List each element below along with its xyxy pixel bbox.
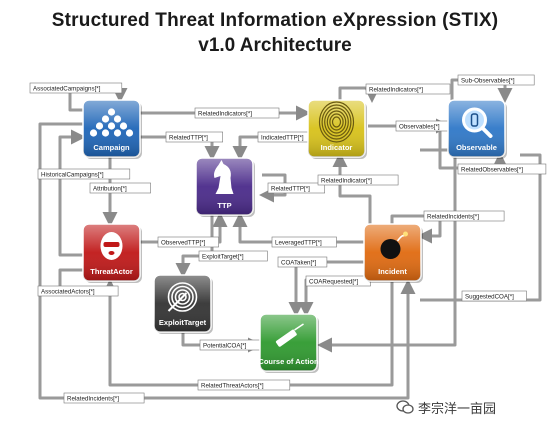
edge-suggested-coa — [317, 148, 457, 353]
node-incident: Incident — [363, 223, 423, 283]
relation-label: Sub-Observables[*] — [457, 74, 535, 86]
svg-text:RelatedThreatActors[*]: RelatedThreatActors[*] — [201, 383, 264, 390]
node-label: Campaign — [93, 143, 130, 152]
balls-pyramid-icon — [89, 108, 134, 137]
svg-text:COATaken[*]: COATaken[*] — [281, 260, 317, 267]
svg-text:ObservedTTP[*]: ObservedTTP[*] — [161, 240, 206, 247]
relation-label: RelatedIndicators[*] — [194, 107, 280, 119]
edge-incident-indicator — [332, 152, 372, 224]
svg-text:Sub-Observables[*]: Sub-Observables[*] — [461, 78, 515, 85]
wechat-icon — [396, 400, 414, 414]
relation-label: ObservedTTP[*] — [157, 236, 219, 248]
node-label: TTP — [217, 201, 231, 210]
node-threatactor: ThreatActor — [82, 223, 142, 283]
svg-text:LeveragedTTP[*]: LeveragedTTP[*] — [275, 240, 322, 247]
node-label: ThreatActor — [90, 267, 133, 276]
svg-text:SuggestedCOA[*]: SuggestedCOA[*] — [465, 294, 514, 301]
relation-label: RelatedIndicator[*] — [317, 174, 399, 186]
svg-text:Attribution[*]: Attribution[*] — [93, 186, 127, 193]
svg-text:RelatedIncidents[*]: RelatedIncidents[*] — [427, 214, 479, 221]
relation-label: COARequested[*] — [305, 275, 371, 287]
magnifier-icon — [462, 107, 493, 138]
chess-knight-icon — [214, 160, 234, 194]
relation-label: RelatedTTP[*] — [165, 131, 224, 143]
svg-text:PotentialCOA[*]: PotentialCOA[*] — [203, 343, 247, 350]
edge-related-threat-actors — [102, 279, 394, 387]
watermark: 李宗洋一亩园 — [396, 395, 546, 419]
relation-label: RelatedIncidents[*] — [423, 210, 505, 222]
svg-text:IndicatedTTP[*]: IndicatedTTP[*] — [261, 135, 304, 142]
relation-label: RelatedIncidents[*] — [63, 392, 145, 404]
node-observable: Observable — [447, 99, 507, 159]
edge-historical-campaigns — [58, 129, 86, 257]
relation-label: RelatedTTP[*] — [267, 182, 326, 194]
svg-text:AssociatedActors[*]: AssociatedActors[*] — [41, 289, 95, 296]
svg-text:COARequested[*]: COARequested[*] — [309, 279, 358, 286]
target-icon — [167, 282, 198, 312]
diagram-title-line2: v1.0 Architecture — [198, 35, 352, 56]
node-label: Indicator — [321, 143, 353, 152]
node-coa: Course of Action — [258, 313, 319, 373]
masked-head-icon — [100, 232, 123, 260]
diagram-title-line1: Structured Threat Information eXpression… — [51, 10, 499, 31]
svg-text:RelatedTTP[*]: RelatedTTP[*] — [271, 186, 310, 193]
svg-text:AssociatedCampaigns[*]: AssociatedCampaigns[*] — [33, 86, 101, 93]
syringe-icon — [275, 323, 304, 347]
svg-text:ExploitTarget[*]: ExploitTarget[*] — [202, 254, 244, 261]
relation-label: LeveragedTTP[*] — [271, 236, 337, 248]
edge-related-incidents-bottom — [38, 122, 416, 400]
node-campaign: Campaign — [82, 99, 142, 159]
fingerprint-icon — [318, 101, 355, 143]
relation-label: PotentialCOA[*] — [199, 339, 265, 351]
node-indicator: Indicator — [307, 99, 367, 159]
node-label: Course of Action — [258, 357, 319, 366]
relation-label: AssociatedActors[*] — [37, 285, 119, 297]
relation-label: RelatedIndicators[*] — [365, 83, 451, 95]
relation-labels: AssociatedCampaigns[*] RelatedIndicators[… — [29, 74, 547, 404]
svg-text:RelatedIndicators[*]: RelatedIndicators[*] — [198, 111, 252, 118]
svg-text:RelatedObservables[*]: RelatedObservables[*] — [461, 167, 523, 174]
svg-text:RelatedIndicators[*]: RelatedIndicators[*] — [369, 87, 423, 94]
relation-label: RelatedThreatActors[*] — [197, 379, 291, 391]
svg-text:RelatedIncidents[*]: RelatedIncidents[*] — [67, 396, 119, 403]
relation-label: RelatedObservables[*] — [457, 163, 547, 175]
relation-label: ExploitTarget[*] — [198, 250, 268, 262]
bomb-icon — [380, 231, 408, 259]
edge-incident-right — [420, 153, 542, 302]
relation-label: Attribution[*] — [89, 182, 151, 194]
node-label: Incident — [378, 267, 407, 276]
edge-exploit-target — [175, 215, 214, 278]
relation-label: AssociatedCampaigns[*] — [29, 82, 123, 94]
relation-label: HistoricalCampaigns[*] — [37, 168, 131, 180]
node-ttp: TTP — [195, 157, 255, 217]
svg-text:HistoricalCampaigns[*]: HistoricalCampaigns[*] — [41, 172, 104, 179]
svg-text:RelatedIndicator[*]: RelatedIndicator[*] — [321, 178, 372, 185]
relation-label: COATaken[*] — [277, 256, 328, 268]
node-label: ExploitTarget — [159, 318, 207, 327]
node-label: Observable — [456, 143, 497, 152]
svg-text:RelatedTTP[*]: RelatedTTP[*] — [169, 135, 208, 142]
watermark-text: 李宗洋一亩园 — [418, 401, 497, 417]
node-exploittarget: ExploitTarget — [153, 274, 213, 334]
relation-label: SuggestedCOA[*] — [461, 290, 527, 302]
svg-text:Observables[*]: Observables[*] — [399, 124, 440, 131]
